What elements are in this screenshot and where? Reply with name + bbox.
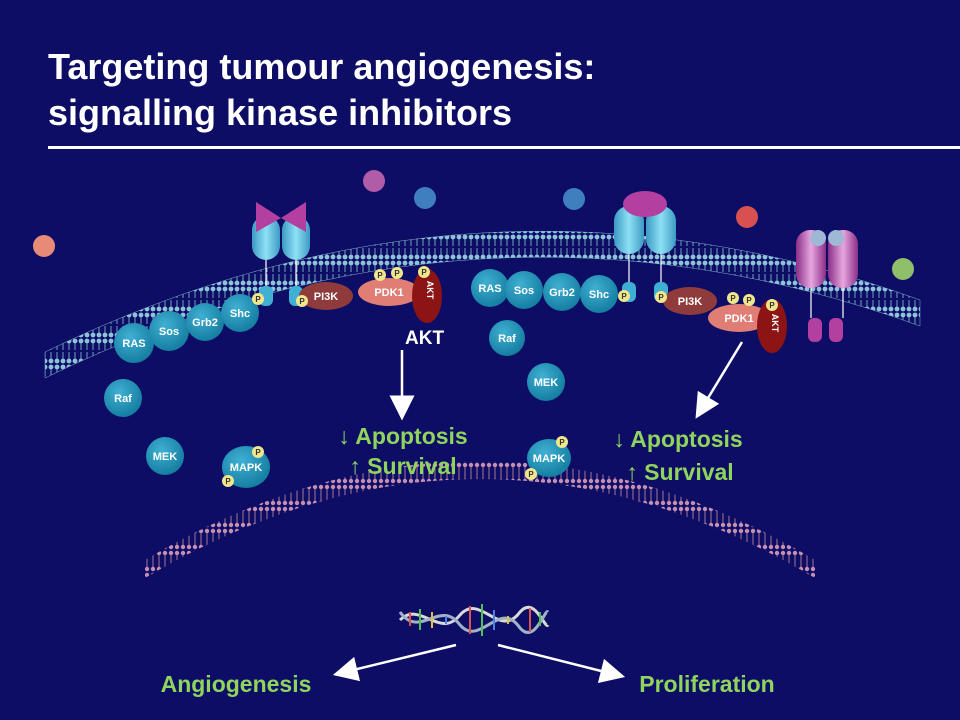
phospho-label: P [377, 271, 383, 280]
left-survival-text: ↑ Survival [349, 453, 456, 479]
right-akt-arrow [695, 341, 744, 419]
right-grb2-node: Grb2 [543, 273, 581, 311]
left-akt-node: AKT [412, 269, 442, 323]
left-pdk1-label: PDK1 [374, 287, 403, 299]
phospho-label: P [299, 297, 305, 306]
right-mapk-node: MAPK [527, 439, 571, 477]
phospho-label: P [225, 477, 231, 486]
phospho-label: P [394, 269, 400, 278]
nuclear-membrane [145, 461, 815, 578]
right-pi3k-label: PI3K [678, 296, 703, 308]
phospho-label: P [421, 268, 427, 277]
left-mek-label: MEK [153, 451, 178, 463]
right-mapk-label: MAPK [533, 453, 565, 465]
right-raf-label: Raf [498, 333, 516, 345]
left-pdk1-node: PDK1 [358, 278, 420, 306]
right-survival-text: ↑ Survival [626, 459, 733, 485]
right-shc-label: Shc [589, 289, 609, 301]
left-grb2-label: Grb2 [192, 317, 218, 329]
right-ras-node: RAS [471, 269, 509, 307]
left-raf-label: Raf [114, 393, 132, 405]
right-sos-label: Sos [514, 285, 534, 297]
cell-membrane [44, 230, 921, 379]
phospho-label: P [255, 295, 261, 304]
left-akt-small-label: AKT [425, 281, 435, 300]
ligand-molecules [33, 170, 914, 280]
slide-title: Targeting tumour angiogenesis: signallin… [48, 44, 595, 136]
proliferation-arrow [497, 643, 626, 684]
phospho-label: P [658, 293, 664, 302]
right-apoptosis-text: ↓ Apoptosis [613, 426, 742, 452]
angiogenesis-arrow [332, 643, 457, 682]
phospho-label: P [255, 448, 261, 457]
left-sos-node: Sos [149, 311, 189, 351]
left-mek-node: MEK [146, 437, 184, 475]
right-grb2-label: Grb2 [549, 287, 575, 299]
left-receptor [252, 202, 310, 306]
left-mapk-label: MAPK [230, 462, 262, 474]
left-sos-label: Sos [159, 326, 179, 338]
right-raf-node: Raf [489, 320, 525, 356]
left-phospho-badges: P P P P P P P [222, 266, 430, 487]
right-phospho-badges: P P P P P P P [525, 290, 778, 480]
right-pdk1-node: PDK1 [708, 304, 770, 332]
right-akt-node: AKT [757, 299, 787, 353]
title-underline [48, 146, 960, 149]
right-akt-small-label: AKT [770, 314, 780, 333]
right-receptor [796, 230, 858, 342]
phospho-label: P [746, 296, 752, 305]
phospho-label: P [769, 301, 775, 310]
left-akt-label: AKT [405, 328, 444, 349]
right-shc-node: Shc [580, 275, 618, 313]
right-pi3k-node: PI3K [663, 287, 717, 315]
phospho-label: P [730, 294, 736, 303]
left-ras-node: RAS [114, 323, 154, 363]
left-pi3k-node: PI3K [299, 282, 353, 310]
left-shc-label: Shc [230, 308, 250, 320]
right-sos-node: Sos [505, 271, 543, 309]
left-pi3k-label: PI3K [314, 291, 339, 303]
left-shc-node: Shc [221, 294, 259, 332]
phospho-label: P [559, 438, 565, 447]
title-line-2: signalling kinase inhibitors [48, 92, 513, 133]
angiogenesis-label: Angiogenesis [161, 671, 312, 697]
left-apoptosis-text: ↓ Apoptosis [338, 423, 467, 449]
left-ras-label: RAS [122, 338, 145, 350]
left-grb2-node: Grb2 [186, 303, 224, 341]
right-ras-label: RAS [478, 283, 501, 295]
phospho-label: P [621, 292, 627, 301]
proliferation-label: Proliferation [639, 671, 774, 697]
dna-helix-icon [398, 604, 550, 636]
left-raf-node: Raf [104, 379, 142, 417]
phospho-label: P [528, 470, 534, 479]
title-line-1: Targeting tumour angiogenesis: [48, 46, 596, 87]
right-mek-node: MEK [527, 363, 565, 401]
right-pdk1-label: PDK1 [724, 313, 753, 325]
right-mek-label: MEK [534, 377, 559, 389]
